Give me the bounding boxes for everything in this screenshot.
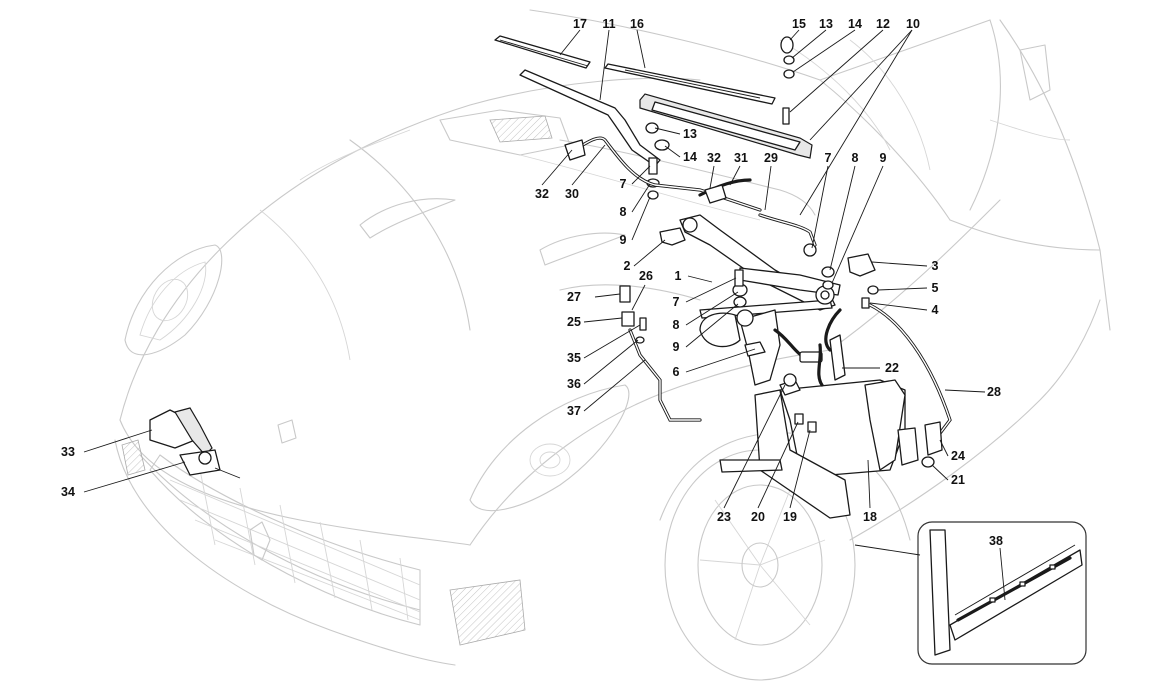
- callout-34: 34: [61, 485, 75, 499]
- callout-2: 2: [624, 259, 631, 273]
- reservoir-strap: [719, 459, 783, 473]
- callout-13-top: 13: [819, 17, 833, 31]
- callout-36: 36: [567, 377, 581, 391]
- callout-labels: 17 11 16 15 13 14 12 10 13 14 7 8 9 32 3…: [61, 17, 1003, 548]
- washer-pump-24: [924, 421, 943, 456]
- callout-7-right: 7: [825, 151, 832, 165]
- callout-5: 5: [932, 281, 939, 295]
- callout-27: 27: [567, 290, 581, 304]
- washer-reservoir: [779, 373, 906, 476]
- motor-connector: [799, 351, 823, 363]
- callout-22: 22: [885, 361, 899, 375]
- callout-31: 31: [734, 151, 748, 165]
- callout-3: 3: [932, 259, 939, 273]
- washer-pump: [897, 427, 919, 466]
- callout-35: 35: [567, 351, 581, 365]
- washer-5: [867, 285, 879, 295]
- connector-27: [619, 285, 631, 303]
- level-sensor-22: [829, 334, 846, 381]
- washer-36: [635, 336, 645, 344]
- bolt-19: [807, 421, 817, 433]
- callout-18: 18: [863, 510, 877, 524]
- wiper-linkage: [679, 214, 841, 319]
- clip-25: [621, 311, 635, 327]
- callout-15: 15: [792, 17, 806, 31]
- callout-4: 4: [932, 303, 939, 317]
- callout-7-center: 7: [673, 295, 680, 309]
- inset-pointer: [854, 544, 921, 556]
- callout-30: 30: [565, 187, 579, 201]
- callout-8-right: 8: [852, 151, 859, 165]
- callout-20: 20: [751, 510, 765, 524]
- callout-10: 10: [906, 17, 920, 31]
- grommet-21: [921, 456, 935, 468]
- washer-hoses: [573, 136, 952, 442]
- callout-7-left: 7: [620, 177, 627, 191]
- hose-clip-32-center: [704, 184, 727, 204]
- wiper-arm-right: [639, 93, 813, 159]
- callout-19: 19: [783, 510, 797, 524]
- headlight-washer-unit: [149, 407, 241, 479]
- callout-8-center: 8: [673, 318, 680, 332]
- callout-21: 21: [951, 473, 965, 487]
- callout-28: 28: [987, 385, 1001, 399]
- callout-32-center: 32: [707, 151, 721, 165]
- leader-lines: [83, 29, 1006, 601]
- wiper-arm-left: [519, 69, 661, 167]
- callout-12: 12: [876, 17, 890, 31]
- callout-1: 1: [675, 269, 682, 283]
- callout-14-mid: 14: [683, 150, 697, 164]
- bolt-20: [794, 413, 804, 425]
- callout-6: 6: [673, 365, 680, 379]
- wiper-motor: [699, 309, 781, 386]
- callout-23: 23: [717, 510, 731, 524]
- wiper-blade-left: [494, 35, 591, 69]
- callout-8-left: 8: [620, 205, 627, 219]
- screw-35: [639, 317, 647, 331]
- bolt-4: [861, 297, 870, 309]
- bracket-right: [847, 253, 876, 277]
- callout-9-left: 9: [620, 233, 627, 247]
- callout-25: 25: [567, 315, 581, 329]
- callout-26: 26: [639, 269, 653, 283]
- wiper-blade-right: [604, 63, 776, 105]
- bracket-left: [659, 227, 686, 246]
- callout-33: 33: [61, 445, 75, 459]
- callout-17: 17: [573, 17, 587, 31]
- sensor-wire: [817, 343, 824, 387]
- callout-11: 11: [602, 17, 615, 31]
- callout-37: 37: [567, 404, 581, 418]
- detail-inset[interactable]: [917, 521, 1087, 665]
- hose-clip-32-left: [564, 139, 586, 161]
- callout-32-left: 32: [535, 187, 549, 201]
- callout-16: 16: [630, 17, 644, 31]
- callout-13-mid: 13: [683, 127, 697, 141]
- callout-24: 24: [951, 449, 965, 463]
- callout-29: 29: [764, 151, 778, 165]
- callout-9-center: 9: [673, 340, 680, 354]
- callout-14-top: 14: [848, 17, 862, 31]
- callout-9-right: 9: [880, 151, 887, 165]
- callout-38: 38: [989, 534, 1003, 548]
